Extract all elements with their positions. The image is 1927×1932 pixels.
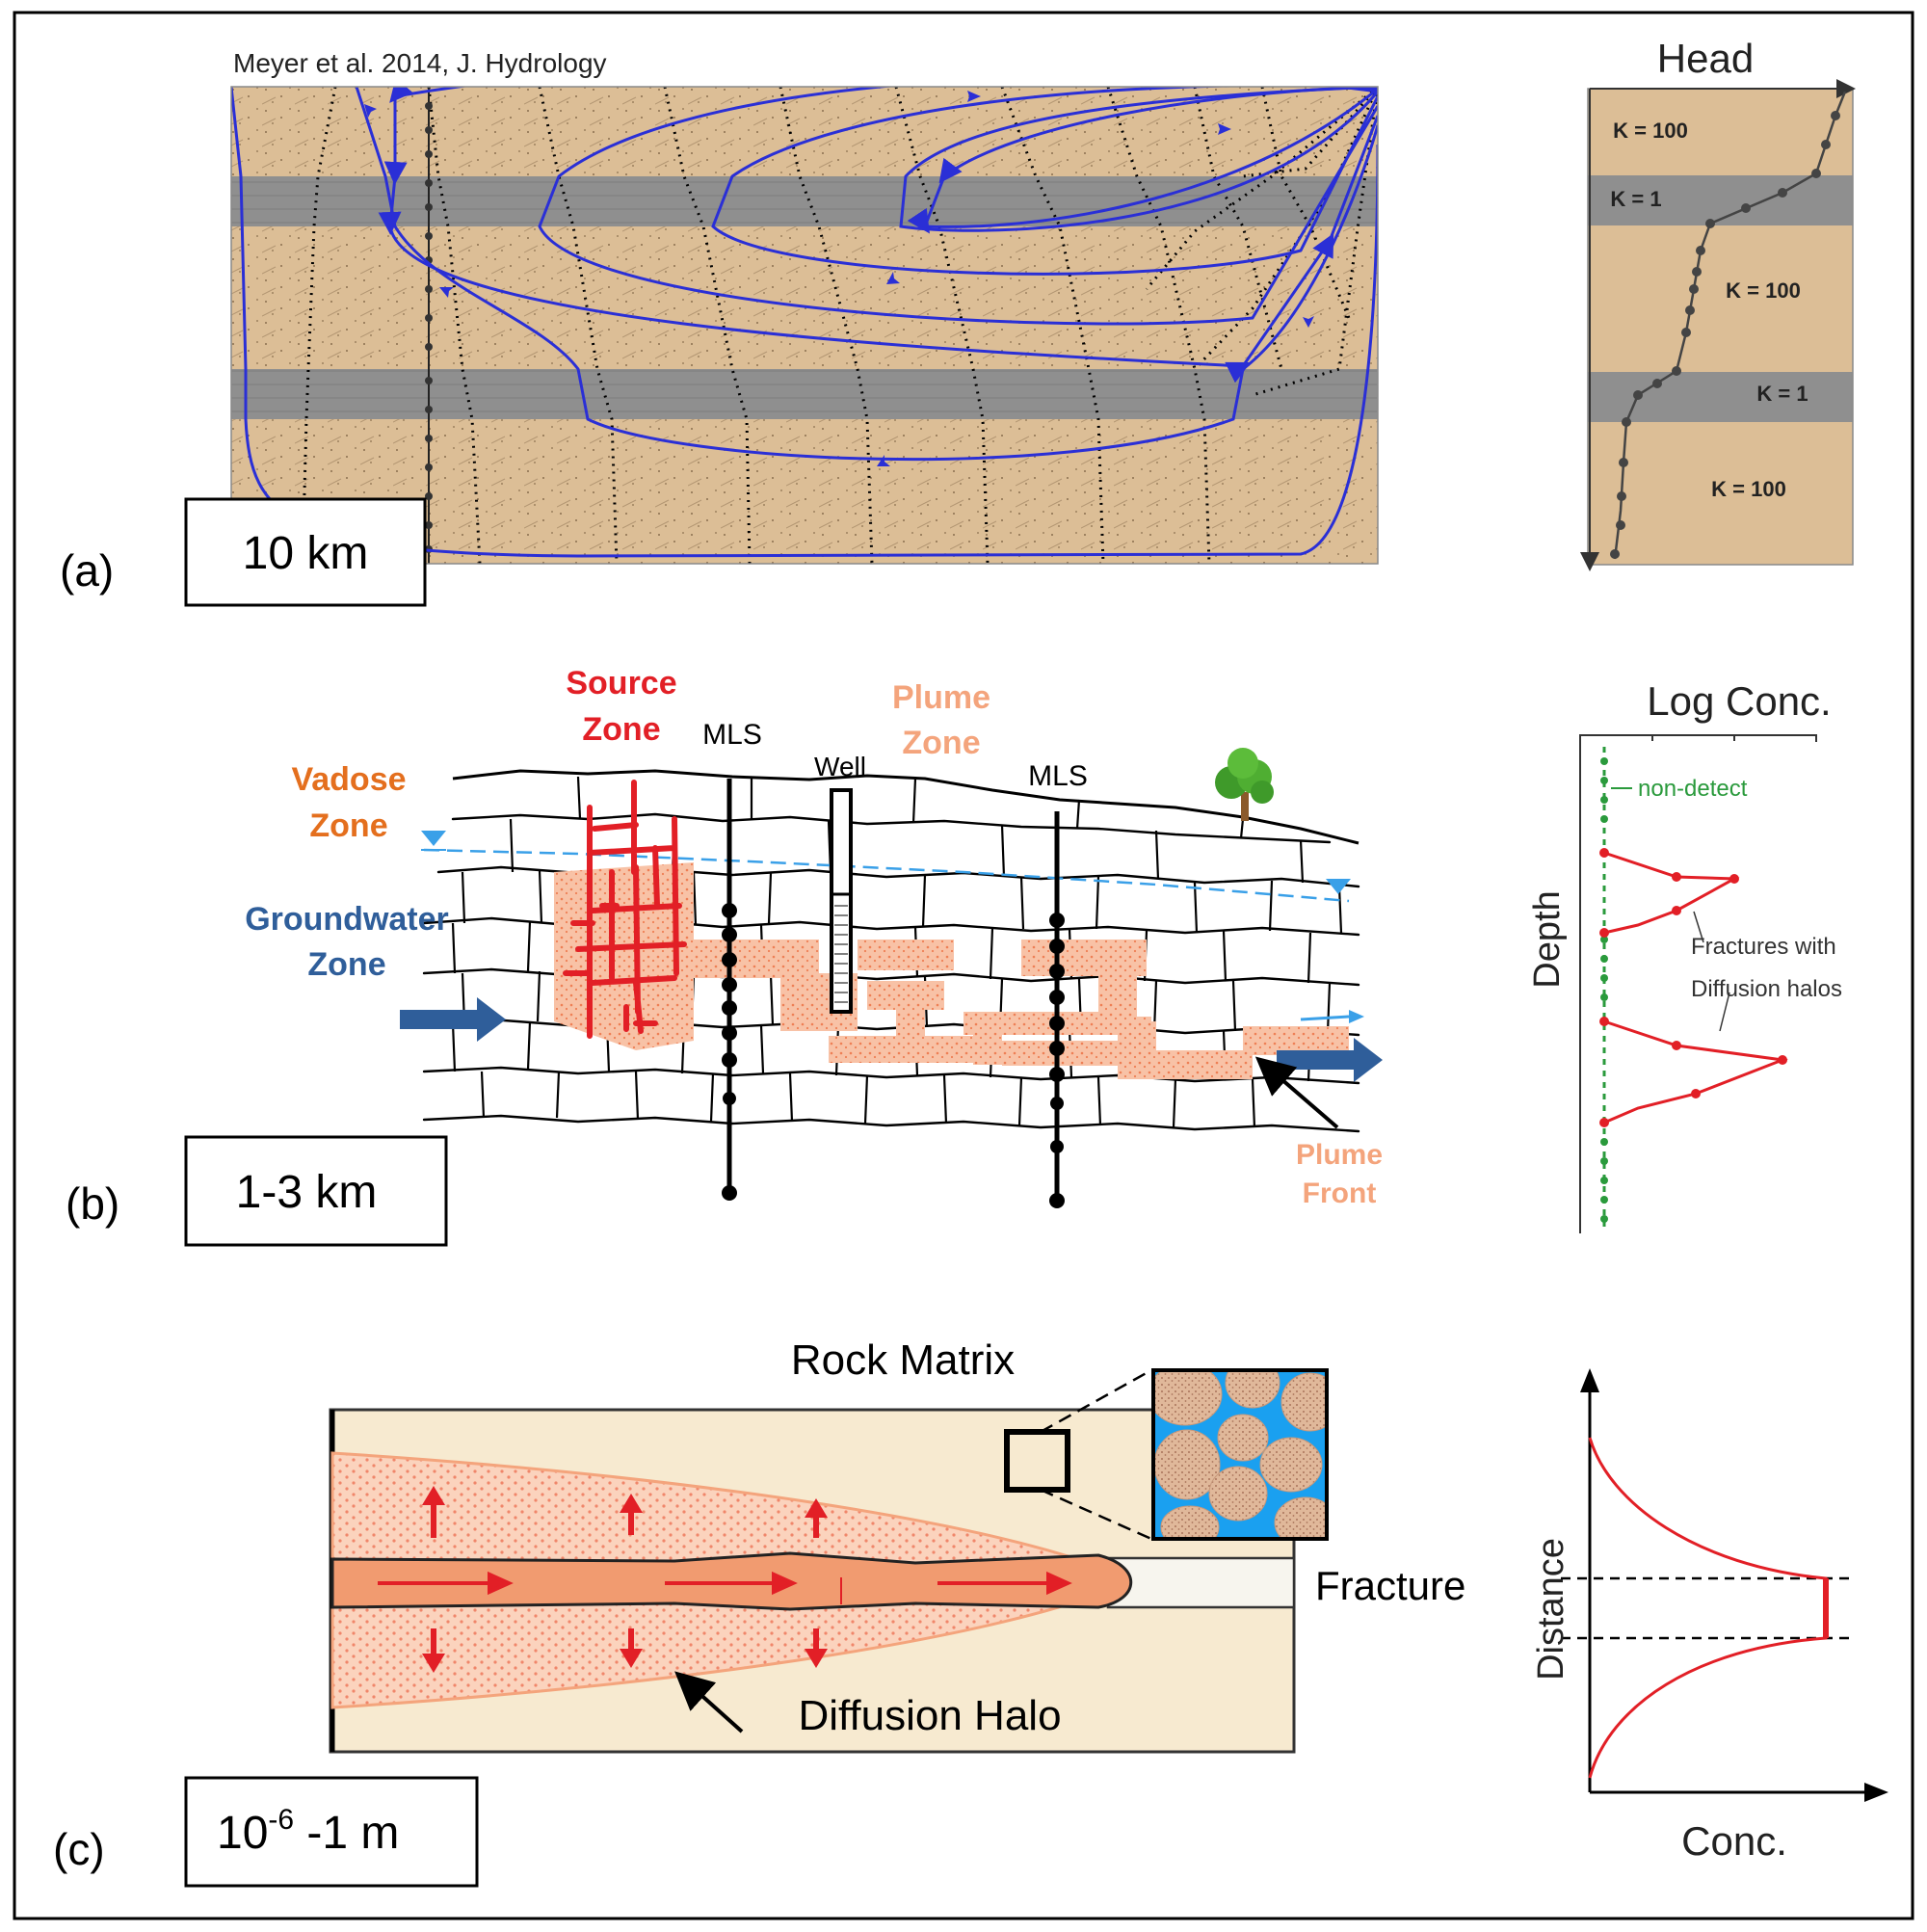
scale-b: 1-3 km bbox=[236, 1167, 378, 1218]
panel-label-c: (c) bbox=[53, 1824, 105, 1874]
peak-lower bbox=[1603, 1019, 1788, 1125]
tree-icon bbox=[1215, 748, 1274, 821]
profile-title-b: Log Conc. bbox=[1647, 678, 1831, 724]
diffusion-halo-label: Diffusion Halo bbox=[798, 1692, 1061, 1739]
panel-label-b: (b) bbox=[66, 1178, 119, 1229]
profile-ylabel-b: Depth bbox=[1527, 890, 1568, 988]
fracture-label: Fracture bbox=[1315, 1563, 1465, 1608]
figure-frame bbox=[13, 11, 1914, 1920]
gw-arrow-out bbox=[1277, 1038, 1383, 1082]
svg-text:Vadose: Vadose bbox=[291, 761, 406, 798]
mls-left-label: MLS bbox=[702, 719, 762, 751]
rock-matrix-label: Rock Matrix bbox=[791, 1337, 1015, 1384]
halo-profile: Distance Conc. bbox=[1531, 1368, 1888, 1864]
cross-section-a bbox=[231, 87, 1378, 564]
mls-right-label: MLS bbox=[1028, 760, 1088, 792]
layer-label-2: K = 1 bbox=[1610, 187, 1661, 211]
fractures-note-2: Diffusion halos bbox=[1691, 976, 1842, 1002]
halo-pointer bbox=[674, 1671, 744, 1734]
water-table bbox=[423, 848, 1350, 903]
panel-a: Meyer et al. 2014, J. Hydrology (a) 10 k… bbox=[60, 36, 1856, 607]
water-table-marker-right bbox=[1326, 879, 1351, 894]
zoom-box bbox=[1004, 1429, 1070, 1493]
svg-text:Zone: Zone bbox=[582, 711, 660, 748]
halo-conc-curve bbox=[1588, 1437, 1828, 1779]
plume-front-pointer bbox=[1254, 1056, 1339, 1129]
mls-well-left bbox=[722, 779, 737, 1201]
clay-layer-lower bbox=[231, 369, 1378, 419]
panel-c: Rock Matrix Fracture Diffusion Halo (c) … bbox=[53, 1337, 1888, 1888]
scale-box-c bbox=[184, 1776, 479, 1888]
source-zone-fractures bbox=[563, 780, 687, 1039]
profile-ylabel-c: Distance bbox=[1531, 1538, 1571, 1681]
mls-well-right bbox=[1049, 811, 1065, 1208]
well-label: Well bbox=[814, 752, 866, 781]
gw-arrow-in bbox=[400, 997, 506, 1042]
layer-label-5: K = 100 bbox=[1711, 477, 1786, 501]
vadose-zone-label: Vadose Zone bbox=[291, 761, 406, 844]
head-title: Head bbox=[1657, 36, 1754, 81]
non-detect-label: non-detect bbox=[1638, 776, 1748, 802]
concentration-profile: Log Conc. Depth non-detect F bbox=[1527, 678, 1842, 1233]
plume-front-label: Plume Front bbox=[1296, 1139, 1383, 1209]
diffusion-arrows bbox=[422, 1486, 842, 1673]
svg-text:Source: Source bbox=[566, 665, 676, 701]
svg-text:Zone: Zone bbox=[902, 725, 980, 761]
layer-label-3: K = 100 bbox=[1726, 278, 1801, 303]
peak-upper bbox=[1603, 851, 1740, 935]
source-zone-label: Source Zone bbox=[566, 665, 676, 748]
panel-label-a: (a) bbox=[60, 545, 114, 595]
flow-lines bbox=[231, 87, 1378, 558]
ground-surface bbox=[452, 769, 1359, 845]
fracture-open bbox=[1106, 1556, 1296, 1609]
svg-text:Zone: Zone bbox=[309, 807, 387, 844]
profile-xlabel-c: Conc. bbox=[1681, 1818, 1787, 1864]
scale-box-b bbox=[184, 1135, 448, 1247]
svg-text:Groundwater: Groundwater bbox=[245, 901, 449, 938]
panel-b: Source Zone Vadose Zone Groundwater Zone… bbox=[66, 665, 1842, 1247]
layer-label-4: K = 1 bbox=[1756, 382, 1808, 406]
flow-direction-arrow bbox=[1300, 1015, 1350, 1021]
flow-arrows bbox=[364, 91, 1314, 466]
water-table-marker-left bbox=[421, 831, 446, 846]
flow-arrows-c bbox=[378, 1571, 1072, 1596]
groundwater-zone-label: Groundwater Zone bbox=[245, 901, 449, 983]
scale-a: 10 km bbox=[243, 528, 369, 579]
profile-axes-b bbox=[1579, 734, 1817, 1233]
scale-c: 10-6 -1 m bbox=[217, 1804, 399, 1859]
head-profile: Head K = 100 K = 1 K = 100 K = 1 K = 100 bbox=[1580, 36, 1856, 571]
layer-label-1: K = 100 bbox=[1613, 119, 1688, 143]
pore-inset bbox=[1151, 1368, 1329, 1541]
svg-text:Zone: Zone bbox=[307, 946, 385, 983]
svg-text:Plume: Plume bbox=[1296, 1139, 1383, 1171]
scale-box-a bbox=[184, 497, 427, 607]
fractures-note-1: Fractures with bbox=[1691, 934, 1836, 960]
svg-text:Plume: Plume bbox=[892, 679, 990, 716]
monitoring-well bbox=[830, 788, 853, 1014]
plume-zone-label: Plume Zone bbox=[892, 679, 990, 761]
citation: Meyer et al. 2014, J. Hydrology bbox=[233, 48, 607, 78]
svg-text:Front: Front bbox=[1303, 1178, 1377, 1209]
